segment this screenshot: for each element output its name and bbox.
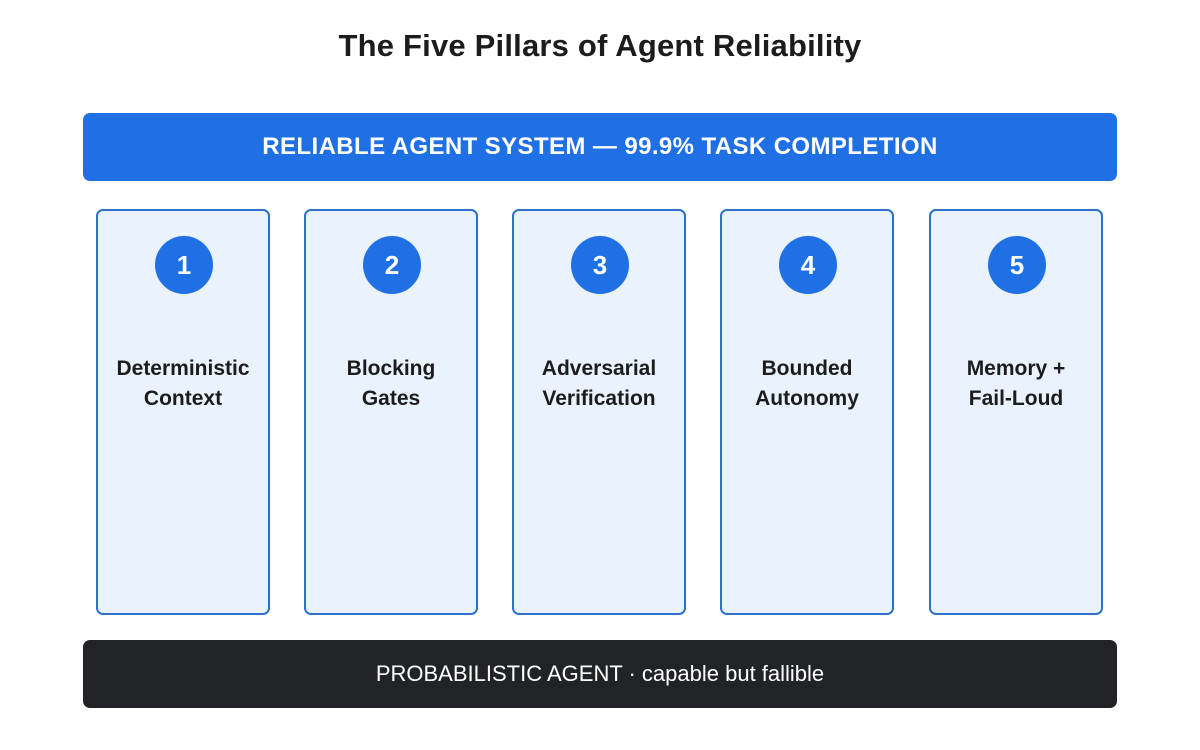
pillar-number-badge: 3 xyxy=(571,236,629,294)
pillar-number-badge: 5 xyxy=(988,236,1046,294)
pillar-4: 4 Bounded Autonomy xyxy=(720,209,894,615)
page-title: The Five Pillars of Agent Reliability xyxy=(338,28,862,63)
pillar-label: Bounded Autonomy xyxy=(726,354,888,414)
pillar-number-badge: 2 xyxy=(363,236,421,294)
pillars-row: 1 Deterministic Context 2 Blocking Gates… xyxy=(96,209,1104,615)
pillar-label-line: Verification xyxy=(542,387,656,410)
roof-label: RELIABLE AGENT SYSTEM — 99.9% TASK COMPL… xyxy=(262,133,938,160)
pillar-label-line: Blocking xyxy=(346,357,436,380)
pillar-label: Blocking Gates xyxy=(310,354,472,414)
pillar-label-line: Gates xyxy=(361,387,421,410)
pillar-5: 5 Memory + Fail-Loud xyxy=(929,209,1103,615)
foundation-label: PROBABILISTIC AGENT · capable but fallib… xyxy=(375,661,825,686)
pillar-label-line: Bounded xyxy=(761,357,853,380)
pillar-3: 3 Adversarial Verification xyxy=(512,209,686,615)
foundation-banner: PROBABILISTIC AGENT · capable but fallib… xyxy=(83,640,1117,708)
pillar-number-badge: 1 xyxy=(155,236,213,294)
pillar-label-line: Deterministic xyxy=(116,357,250,380)
pillar-label-line: Memory + xyxy=(966,357,1066,380)
pillar-label-line: Adversarial xyxy=(541,357,657,380)
pillar-label-line: Autonomy xyxy=(755,387,859,410)
pillar-number-badge: 4 xyxy=(779,236,837,294)
roof-banner: RELIABLE AGENT SYSTEM — 99.9% TASK COMPL… xyxy=(83,113,1117,181)
pillar-label-line: Fail-Loud xyxy=(968,387,1064,410)
pillar-label: Deterministic Context xyxy=(102,354,264,414)
pillar-label: Adversarial Verification xyxy=(518,354,680,414)
pillar-1: 1 Deterministic Context xyxy=(96,209,270,615)
pillar-label: Memory + Fail-Loud xyxy=(935,354,1097,414)
pillar-2: 2 Blocking Gates xyxy=(304,209,478,615)
pillar-label-line: Context xyxy=(143,387,223,410)
